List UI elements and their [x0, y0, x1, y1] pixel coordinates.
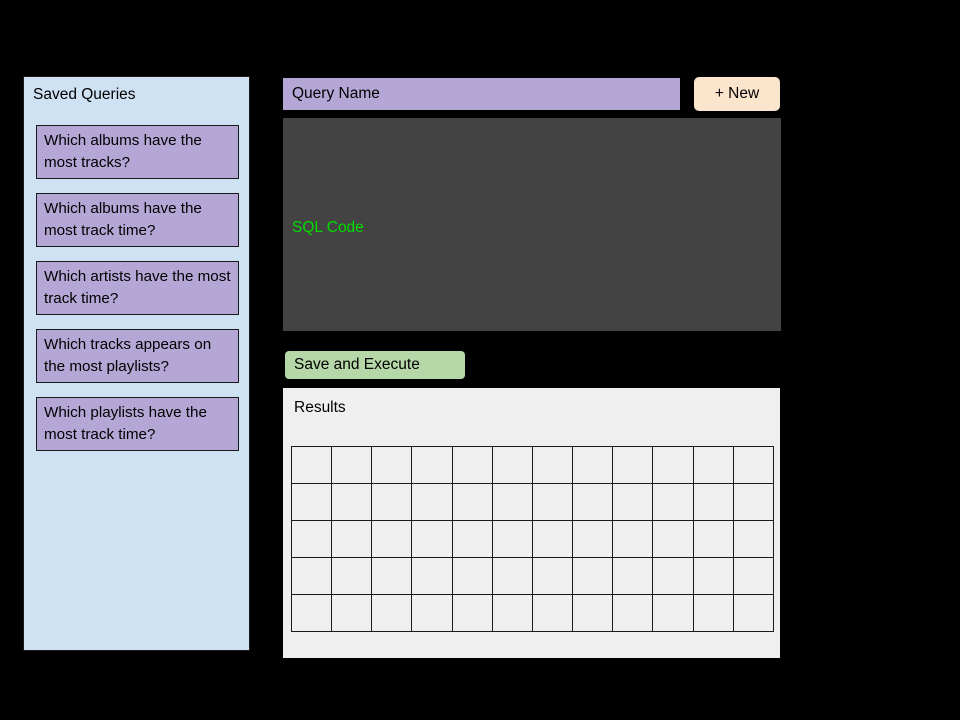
results-table-cell[interactable]: [331, 520, 373, 558]
saved-query-item-tracks-most-playlists[interactable]: Which tracks appears on the most playlis…: [36, 329, 239, 383]
results-table-cell[interactable]: [331, 594, 373, 632]
saved-query-item-artists-most-track-time[interactable]: Which artists have the most track time?: [36, 261, 239, 315]
results-table-cell[interactable]: [371, 594, 413, 632]
results-table-cell[interactable]: [531, 520, 574, 558]
results-table-cell[interactable]: [290, 483, 333, 521]
results-table-cell[interactable]: [692, 520, 734, 558]
saved-queries-list: Which albums have the most tracks? Which…: [36, 125, 239, 465]
results-table-row: [290, 594, 775, 632]
results-table-cell[interactable]: [331, 483, 373, 521]
results-table-cell[interactable]: [692, 594, 734, 632]
results-table-row: [290, 446, 775, 484]
results-table-cell[interactable]: [451, 557, 493, 595]
results-table-cell[interactable]: [451, 446, 493, 484]
results-table-row: [290, 520, 775, 558]
results-table-cell[interactable]: [411, 446, 453, 484]
results-table-cell[interactable]: [572, 594, 614, 632]
results-table-cell[interactable]: [572, 483, 614, 521]
results-table-cell[interactable]: [491, 520, 533, 558]
results-table-cell[interactable]: [371, 520, 413, 558]
results-table-cell[interactable]: [371, 557, 413, 595]
results-table-cell[interactable]: [652, 483, 694, 521]
query-name-input[interactable]: Query Name: [283, 78, 680, 110]
results-table-cell[interactable]: [531, 483, 574, 521]
results-table-cell[interactable]: [411, 557, 453, 595]
results-table-cell[interactable]: [371, 446, 413, 484]
results-table-cell[interactable]: [371, 483, 413, 521]
results-table-cell[interactable]: [491, 557, 533, 595]
results-title: Results: [294, 399, 346, 416]
results-table-cell[interactable]: [290, 520, 333, 558]
new-query-button[interactable]: + New: [694, 77, 780, 111]
saved-queries-panel: Saved Queries Which albums have the most…: [23, 76, 250, 651]
results-table-cell[interactable]: [290, 557, 333, 595]
results-table-body: [290, 446, 775, 632]
results-table-cell[interactable]: [290, 594, 333, 632]
results-table-cell[interactable]: [652, 520, 694, 558]
results-table-cell[interactable]: [531, 557, 574, 595]
results-table-cell[interactable]: [612, 520, 654, 558]
results-table-cell[interactable]: [491, 594, 533, 632]
results-table-cell[interactable]: [572, 446, 614, 484]
results-table-cell[interactable]: [451, 594, 493, 632]
results-panel: Results: [283, 388, 780, 658]
results-table-cell[interactable]: [652, 594, 694, 632]
saved-query-item-albums-most-tracks[interactable]: Which albums have the most tracks?: [36, 125, 239, 179]
results-table-cell[interactable]: [451, 483, 493, 521]
results-table-cell[interactable]: [732, 483, 775, 521]
results-table-cell[interactable]: [491, 483, 533, 521]
results-table-cell[interactable]: [411, 520, 453, 558]
results-table-cell[interactable]: [732, 557, 775, 595]
results-table-cell[interactable]: [612, 557, 654, 595]
results-table-cell[interactable]: [290, 446, 333, 484]
results-table-cell[interactable]: [732, 594, 775, 632]
results-table-cell[interactable]: [692, 557, 734, 595]
results-table-cell[interactable]: [411, 594, 453, 632]
results-table-cell[interactable]: [612, 446, 654, 484]
results-table-cell[interactable]: [652, 557, 694, 595]
results-table-cell[interactable]: [692, 483, 734, 521]
results-table-cell[interactable]: [732, 446, 775, 484]
results-table-cell[interactable]: [732, 520, 775, 558]
results-table-cell[interactable]: [531, 594, 574, 632]
results-table-cell[interactable]: [612, 483, 654, 521]
results-table-cell[interactable]: [572, 520, 614, 558]
results-table: [290, 446, 775, 632]
sql-code-placeholder: SQL Code: [292, 219, 364, 236]
results-table-row: [290, 557, 775, 595]
saved-query-item-albums-most-track-time[interactable]: Which albums have the most track time?: [36, 193, 239, 247]
results-table-cell[interactable]: [331, 557, 373, 595]
results-table-cell[interactable]: [451, 520, 493, 558]
saved-queries-title: Saved Queries: [33, 86, 136, 103]
results-table-row: [290, 483, 775, 521]
save-and-execute-button[interactable]: Save and Execute: [285, 351, 465, 379]
results-table-cell[interactable]: [652, 446, 694, 484]
results-table-cell[interactable]: [491, 446, 533, 484]
results-table-cell[interactable]: [531, 446, 574, 484]
results-table-cell[interactable]: [692, 446, 734, 484]
results-table-cell[interactable]: [331, 446, 373, 484]
results-table-cell[interactable]: [411, 483, 453, 521]
results-table-cell[interactable]: [612, 594, 654, 632]
results-table-cell[interactable]: [572, 557, 614, 595]
saved-query-item-playlists-most-track-time[interactable]: Which playlists have the most track time…: [36, 397, 239, 451]
sql-code-editor[interactable]: SQL Code: [283, 118, 781, 331]
